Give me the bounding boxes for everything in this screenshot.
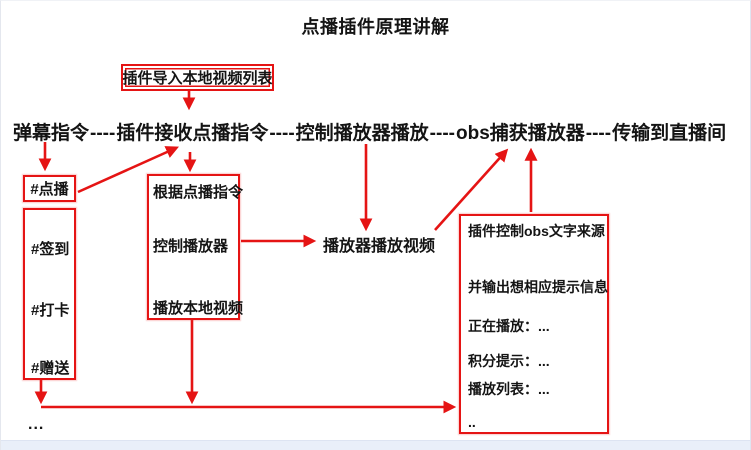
flow-separator: ---- (269, 123, 295, 144)
obs-text-source-box: 插件控制obs文字来源 并输出想相应提示信息 正在播放：... 积分提示：...… (459, 214, 609, 434)
obs-line-playlist: 播放列表：... (468, 381, 550, 397)
flow-item-danmu-command: 弹幕指令 (13, 123, 90, 144)
flow-separator: ---- (429, 123, 455, 144)
window-footer-bar (1, 440, 750, 450)
obs-line-output-info: 并输出想相应提示信息 (468, 279, 608, 295)
bottom-ellipsis-label: ... (28, 416, 45, 433)
other-commands-box: #签到 #打卡 #赠送 (23, 208, 76, 380)
flow-item-obs-capture: obs捕获播放器 (455, 123, 585, 144)
process-line-by-command: 根据点播指令 (153, 184, 244, 201)
command-gift-label: #赠送 (31, 360, 70, 377)
import-box-label: 插件导入本地视频列表 (122, 70, 273, 87)
page-title: 点播插件原理讲解 (301, 17, 450, 37)
dianbo-command-label: #点播 (30, 181, 69, 198)
flow-separator: ---- (585, 123, 612, 144)
command-punch-label: #打卡 (31, 302, 70, 319)
command-checkin-label: #签到 (31, 241, 70, 258)
process-box: 根据点播指令 控制播放器 播放本地视频 (147, 174, 244, 320)
flow-separator: ---- (90, 123, 116, 144)
dianbo-command-box: #点播 (23, 175, 76, 202)
flow-item-control-player: 控制播放器播放 (295, 123, 429, 144)
obs-line-ellipsis: .. (468, 414, 476, 430)
process-line-control-player: 控制播放器 (153, 238, 229, 255)
flow-item-send-to-room: 传输到直播间 (612, 123, 727, 144)
process-line-play-local: 播放本地视频 (153, 300, 244, 317)
player-plays-video-label: 播放器播放视频 (323, 238, 436, 255)
flow-line: 弹幕指令----插件接收点播指令----控制播放器播放----obs捕获播放器-… (13, 118, 726, 145)
obs-line-source: 插件控制obs文字来源 (468, 223, 605, 239)
import-box: 插件导入本地视频列表 (121, 64, 274, 91)
flow-item-plugin-receive: 插件接收点播指令 (116, 123, 269, 144)
obs-line-points-tip: 积分提示：... (468, 353, 550, 369)
obs-line-now-playing: 正在播放：... (468, 318, 550, 334)
